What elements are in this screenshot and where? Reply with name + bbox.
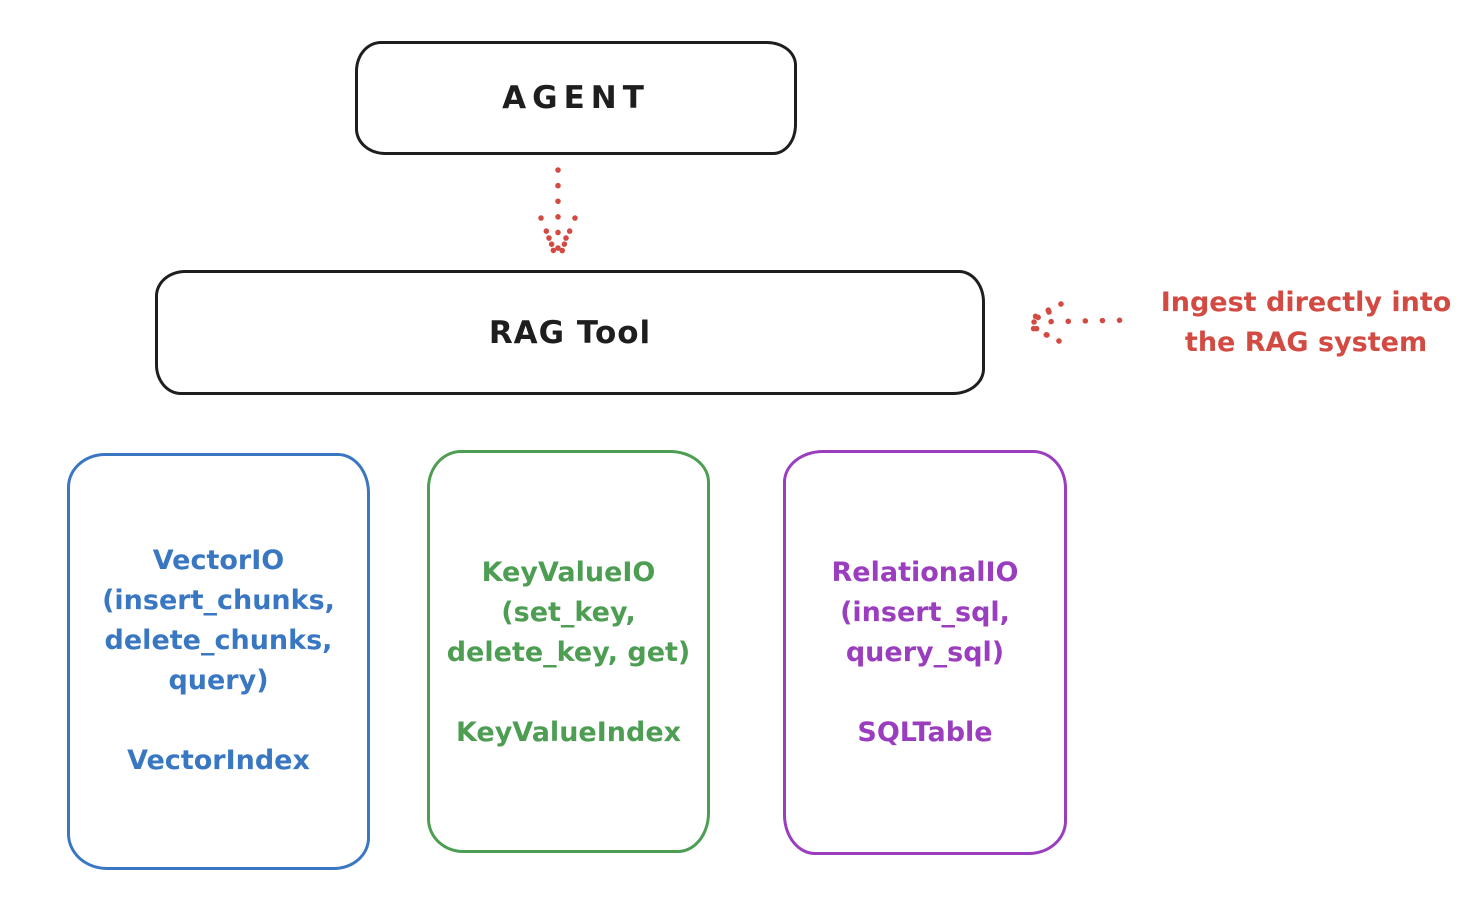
vector-io-title: VectorIO	[152, 545, 285, 576]
keyvalue-io-box: KeyValueIO (set_key, delete_key, get) Ke…	[427, 450, 710, 853]
vector-index-label: VectorIndex	[127, 745, 310, 776]
agent-box-label: AGENT	[502, 80, 650, 116]
vector-io-box: VectorIO (insert_chunks, delete_chunks, …	[67, 453, 370, 870]
relational-io-box: RelationalIO (insert_sql, query_sql) SQL…	[783, 450, 1067, 855]
sql-table-label: SQLTable	[857, 717, 993, 748]
agent-box: AGENT	[355, 41, 797, 155]
keyvalue-io-methods-line2: delete_key, get)	[446, 637, 691, 668]
vector-io-methods-line3: query)	[168, 665, 269, 696]
ingest-annotation: Ingest directly into the RAG system	[1136, 283, 1476, 363]
relational-io-methods-line2: query_sql)	[845, 637, 1005, 668]
vector-io-methods-line2: delete_chunks,	[104, 625, 333, 656]
relational-io-methods-line1: (insert_sql,	[840, 597, 1010, 628]
relational-io-title: RelationalIO	[831, 557, 1019, 588]
keyvalue-index-label: KeyValueIndex	[455, 717, 682, 748]
keyvalue-io-title: KeyValueIO	[481, 557, 656, 588]
keyvalue-io-methods-line1: (set_key,	[501, 597, 636, 628]
rag-tool-box-label: RAG Tool	[488, 314, 652, 351]
vector-io-methods-line1: (insert_chunks,	[102, 585, 335, 616]
rag-tool-box: RAG Tool	[155, 270, 985, 395]
ingest-annotation-line1: Ingest directly into	[1160, 287, 1452, 318]
ingest-annotation-line2: the RAG system	[1184, 327, 1428, 358]
